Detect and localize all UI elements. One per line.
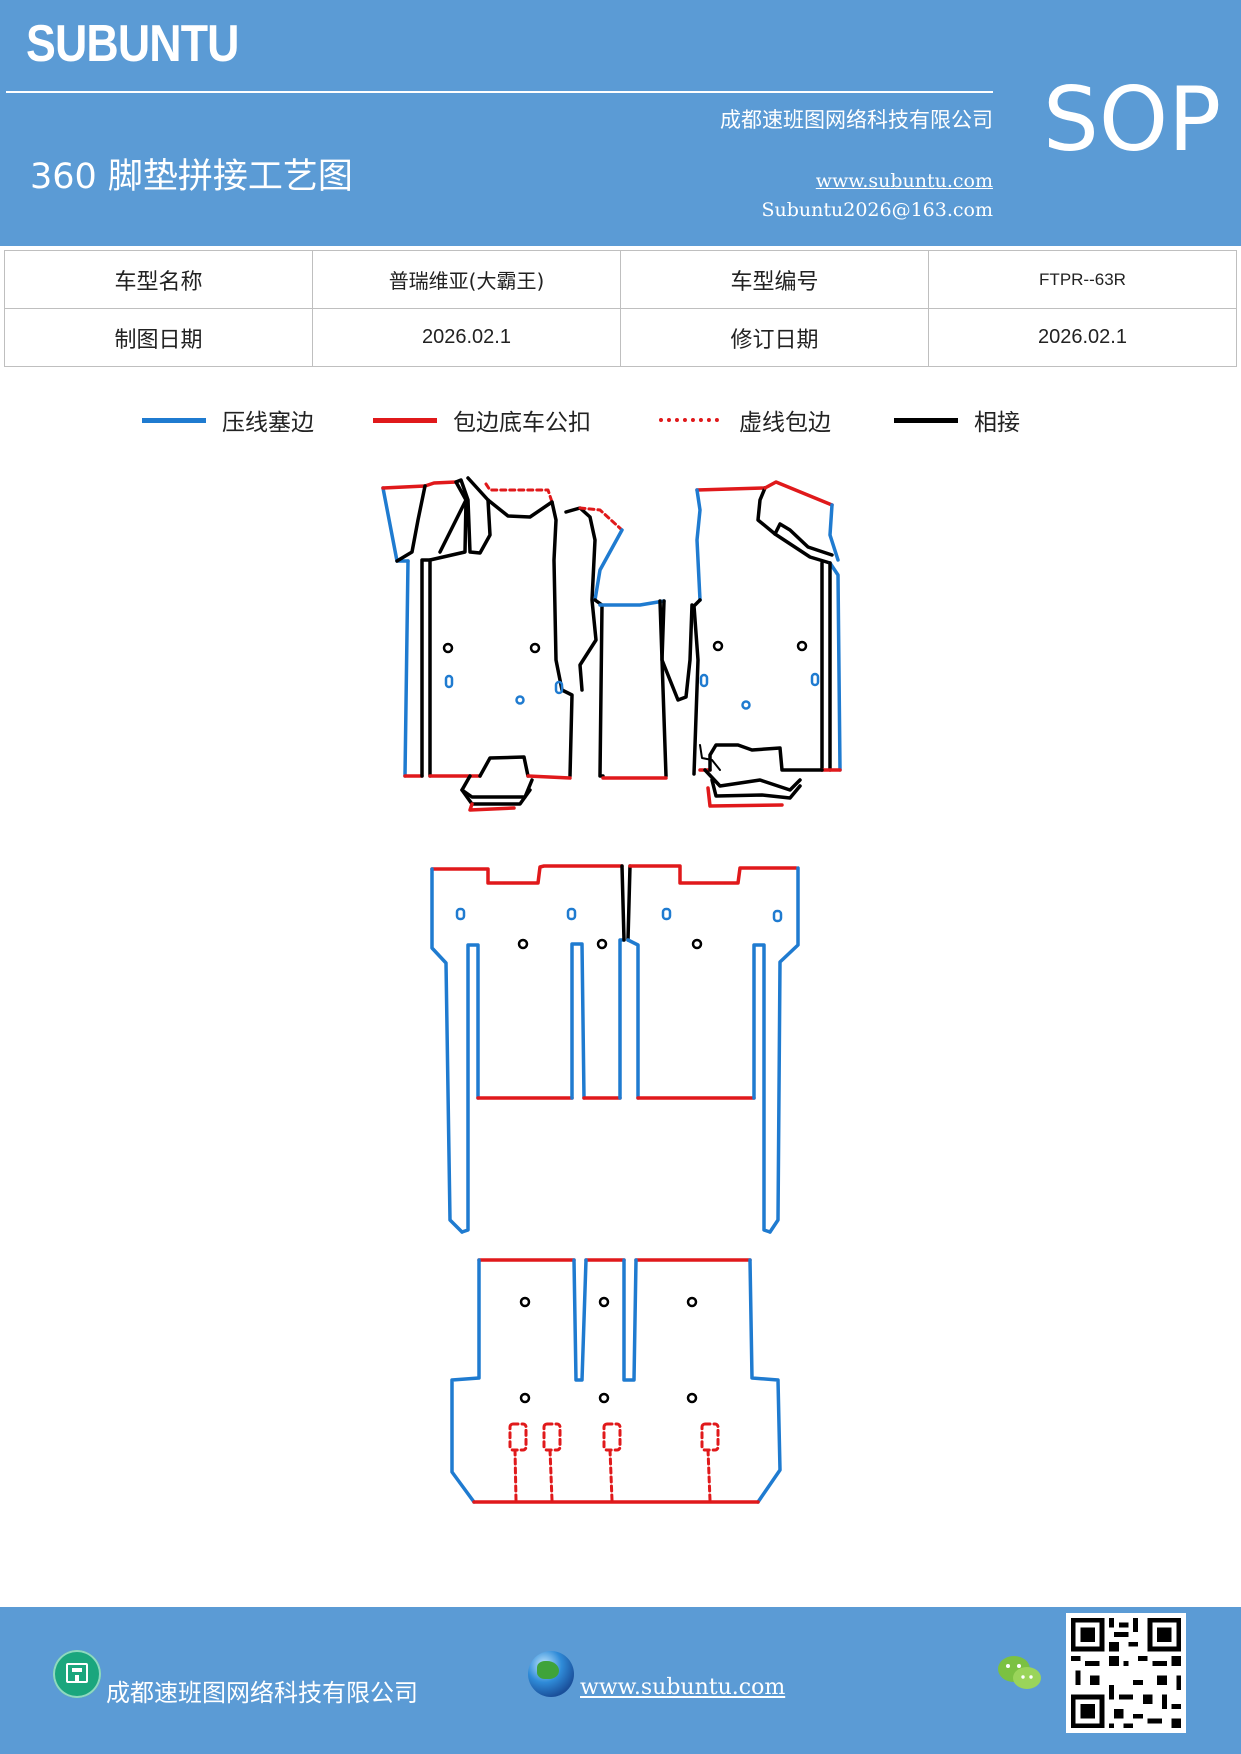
table-row: 制图日期 2026.02.1 修订日期 2026.02.1 bbox=[4, 308, 1237, 367]
second-row-mat bbox=[430, 864, 800, 1234]
header-website-link[interactable]: www.subuntu.com bbox=[815, 170, 993, 192]
front-right-mat bbox=[692, 480, 842, 808]
legend-label: 包边底车公扣 bbox=[453, 410, 591, 436]
legend-label: 压线塞边 bbox=[222, 410, 314, 436]
legend-swatch-black bbox=[894, 417, 958, 423]
model-name-value: 普瑞维亚(大霸王) bbox=[312, 250, 621, 309]
wechat-icon bbox=[998, 1656, 1041, 1689]
building-icon bbox=[53, 1650, 101, 1698]
model-name-label: 车型名称 bbox=[4, 250, 313, 309]
legend-item-red-dotted: 虚线包边 bbox=[659, 396, 831, 444]
page-title: 360 脚垫拼接工艺图 bbox=[30, 157, 353, 197]
header-email: Subuntu2026@163.com bbox=[761, 199, 993, 221]
sop-badge: SOP bbox=[1043, 68, 1222, 171]
qr-code bbox=[1066, 1613, 1186, 1733]
table-row: 车型名称 普瑞维亚(大霸王) 车型编号 FTPR--63R bbox=[4, 250, 1237, 309]
legend-swatch-blue bbox=[142, 417, 206, 423]
model-code-label: 车型编号 bbox=[620, 250, 929, 309]
info-table: 车型名称 普瑞维亚(大霸王) 车型编号 FTPR--63R 制图日期 2026.… bbox=[4, 250, 1237, 367]
revise-date-value: 2026.02.1 bbox=[928, 308, 1237, 367]
footer-website-link[interactable]: www.subuntu.com bbox=[580, 1675, 786, 1700]
revise-date-label: 修订日期 bbox=[620, 308, 929, 367]
legend-item-black: 相接 bbox=[894, 396, 1020, 444]
legend-swatch-red-dotted bbox=[659, 418, 719, 422]
legend-item-blue: 压线塞边 bbox=[142, 396, 314, 444]
globe-icon bbox=[528, 1651, 574, 1697]
draw-date-value: 2026.02.1 bbox=[312, 308, 621, 367]
front-center-mat bbox=[564, 506, 694, 780]
header: SUBUNTU 成都速班图网络科技有限公司 360 脚垫拼接工艺图 www.su… bbox=[0, 0, 1241, 246]
legend: 压线塞边 包边底车公扣 虚线包边 相接 bbox=[0, 396, 1241, 444]
rear-mat bbox=[450, 1258, 782, 1504]
model-code-value: FTPR--63R bbox=[928, 250, 1237, 309]
front-left-mat bbox=[381, 476, 574, 812]
header-company: 成都速班图网络科技有限公司 bbox=[720, 108, 993, 132]
logo: SUBUNTU bbox=[26, 15, 239, 73]
legend-item-red: 包边底车公扣 bbox=[373, 396, 591, 444]
footer-company: 成都速班图网络科技有限公司 bbox=[106, 1679, 418, 1707]
draw-date-label: 制图日期 bbox=[4, 308, 313, 367]
legend-swatch-red bbox=[373, 417, 437, 423]
header-divider bbox=[6, 91, 993, 93]
legend-label: 相接 bbox=[974, 410, 1020, 436]
footer: 成都速班图网络科技有限公司 www.subuntu.com bbox=[0, 1607, 1241, 1754]
legend-label: 虚线包边 bbox=[739, 410, 831, 436]
